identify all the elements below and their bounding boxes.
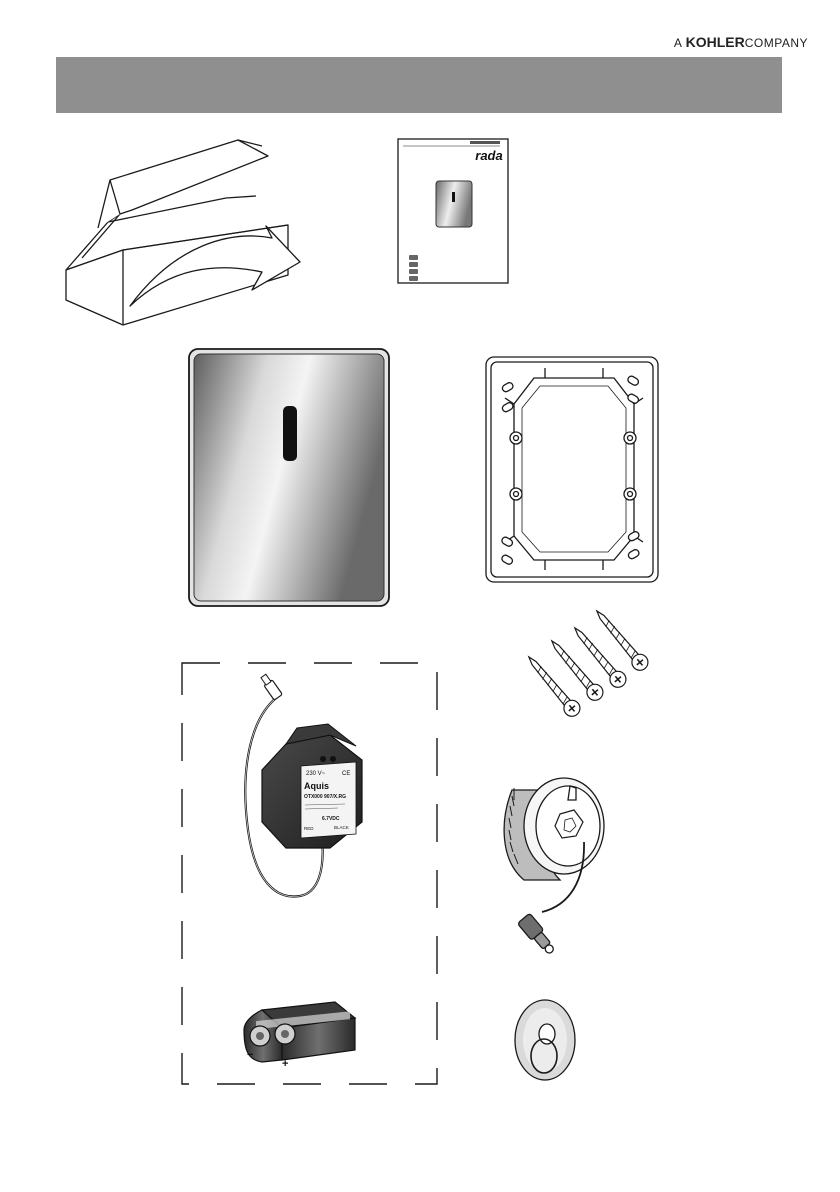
label-brand: Aquis [304, 781, 329, 791]
battery-icon: − + [244, 1002, 355, 1070]
screw-set-icon [523, 606, 651, 720]
suction-cup-icon [515, 1000, 575, 1080]
booklet-logo: rada [475, 148, 502, 163]
battery-housing-icon [504, 778, 604, 957]
label-model: OTX000 907/X.RG [304, 794, 346, 800]
mounting-frame-icon [486, 357, 658, 582]
power-transformer-icon: 230 V~ CE Aquis OTX000 907/X.RG 6.7VDC R… [245, 673, 362, 896]
instruction-booklet-icon: rada [398, 139, 508, 283]
label-wire-red: RED [304, 826, 314, 831]
sensor-cover-plate [189, 349, 389, 606]
label-voltage-in: 230 V~ [306, 771, 326, 777]
open-box-icon [66, 140, 300, 325]
battery-plus-label: + [282, 1058, 288, 1070]
label-voltage-out: 6.7VDC [322, 816, 340, 822]
sensor-window-icon [283, 406, 297, 461]
label-wire-black: BLACK [334, 825, 349, 830]
label-ce-mark: CE [342, 771, 350, 777]
transformer-label: 230 V~ CE Aquis OTX000 907/X.RG 6.7VDC R… [301, 762, 356, 838]
battery-minus-label: − [247, 1049, 253, 1061]
